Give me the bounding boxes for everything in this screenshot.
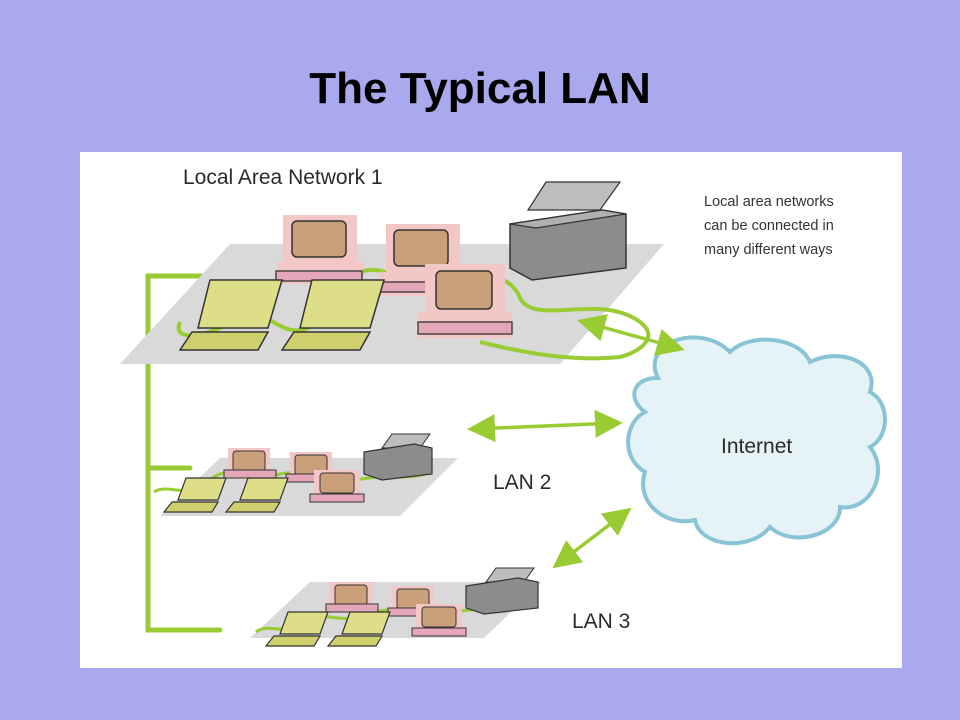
laptop-icon bbox=[264, 611, 329, 647]
laptop-icon bbox=[178, 279, 283, 351]
desktop-computer-icon bbox=[387, 586, 441, 617]
note-line: Local area networks bbox=[704, 194, 834, 210]
internet-cloud-icon bbox=[626, 335, 887, 546]
printer-icon bbox=[465, 567, 539, 615]
lan3-group bbox=[250, 567, 542, 647]
lan2-group bbox=[153, 433, 458, 516]
desktop-computer-icon bbox=[309, 470, 365, 503]
note-line: many different ways bbox=[704, 242, 833, 258]
printer-icon bbox=[509, 181, 627, 281]
slide-title: The Typical LAN bbox=[309, 64, 651, 113]
lan3-label: LAN 3 bbox=[572, 610, 631, 633]
backbone-cable bbox=[145, 273, 223, 633]
laptop-icon bbox=[280, 279, 385, 351]
internet-label: Internet bbox=[721, 435, 793, 458]
lan1-label: Local Area Network 1 bbox=[183, 166, 383, 189]
double-arrow-icon bbox=[467, 314, 685, 569]
note-line: can be connected in bbox=[704, 218, 834, 234]
desktop-computer-icon bbox=[411, 604, 467, 637]
desktop-computer-icon bbox=[275, 215, 363, 284]
laptop-icon bbox=[224, 477, 289, 513]
note-text: Local area networks can be connected in … bbox=[704, 190, 834, 262]
lan2-label: LAN 2 bbox=[493, 471, 552, 494]
lan-diagram: Local Area Network 1 Local area networks… bbox=[80, 152, 902, 668]
laptop-icon bbox=[162, 477, 227, 513]
lan-diagram-graphic bbox=[120, 181, 887, 647]
printer-icon bbox=[363, 433, 433, 481]
desktop-computer-icon bbox=[417, 264, 513, 338]
lan1-group bbox=[120, 181, 664, 364]
laptop-icon bbox=[326, 611, 391, 647]
desktop-computer-icon bbox=[325, 582, 379, 613]
desktop-computer-icon bbox=[223, 448, 277, 479]
